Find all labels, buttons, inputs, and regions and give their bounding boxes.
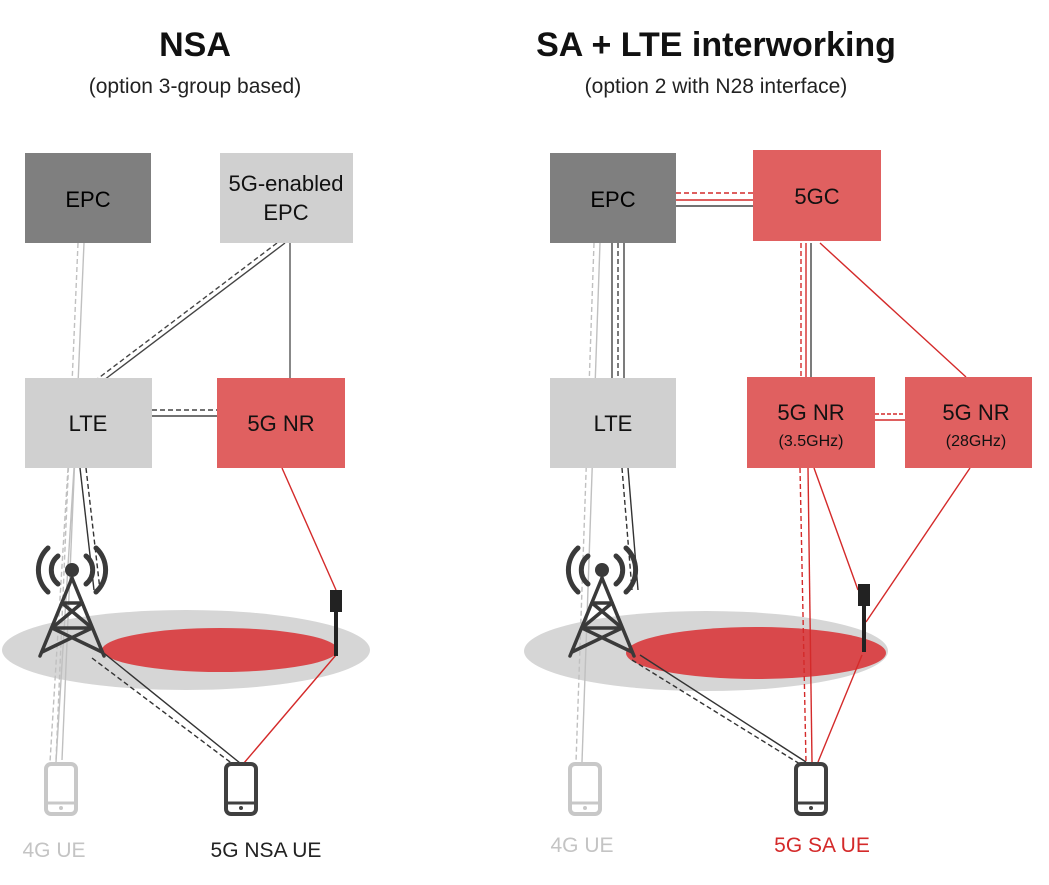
sa-5g-nr-28ghz-box: 5G NR (28GHz) — [905, 377, 1032, 468]
sa-lte-box: LTE — [550, 378, 676, 468]
sa-lte-label: LTE — [594, 411, 633, 436]
nsa-lte-box: LTE — [25, 378, 152, 468]
sa-nr-coverage — [626, 627, 886, 679]
cell-tower-icon — [565, 545, 639, 658]
sa-5g-nr-3-5ghz-box: 5G NR (3.5GHz) — [747, 377, 875, 468]
sa-5gc-box: 5GC — [753, 150, 881, 241]
nsa-4g-ue-label: 4G UE — [22, 839, 85, 862]
nsa-5g-nr-label: 5G NR — [247, 411, 314, 436]
nsa-lte-label: LTE — [69, 411, 108, 436]
sa-links — [575, 192, 971, 765]
sa-subtitle: (option 2 with N28 interface) — [585, 75, 848, 98]
smartphone-icon — [44, 762, 78, 816]
nsa-5g-epc-label-line1: 5G-enabled — [229, 171, 344, 196]
nsa-5g-enabled-epc-box: 5G-enabled EPC — [220, 153, 353, 243]
small-cell-antenna-icon — [858, 584, 870, 652]
nsa-epc-label: EPC — [65, 187, 110, 212]
cell-tower-icon — [35, 545, 109, 658]
nsa-nr-coverage — [102, 628, 338, 672]
smartphone-icon — [224, 762, 258, 816]
sa-title: SA + LTE interworking — [536, 26, 896, 64]
sa-nr2-label-line1: 5G NR — [942, 400, 1009, 425]
smartphone-icon — [794, 762, 828, 816]
nsa-subtitle: (option 3-group based) — [89, 75, 301, 98]
nsa-title: NSA — [159, 26, 231, 64]
sa-5g-ue-label: 5G SA UE — [774, 834, 870, 857]
nsa-5g-nr-box: 5G NR — [217, 378, 345, 468]
sa-nr1-label-line1: 5G NR — [777, 400, 844, 425]
sa-5gc-label: 5GC — [794, 184, 839, 209]
sa-epc-box: EPC — [550, 153, 676, 243]
sa-nr2-label-line2: (28GHz) — [946, 433, 1006, 450]
nsa-epc-box: EPC — [25, 153, 151, 243]
sa-nr1-label-line2: (3.5GHz) — [779, 433, 844, 450]
nsa-5g-ue-label: 5G NSA UE — [211, 839, 322, 862]
small-cell-antenna-icon — [330, 590, 342, 656]
smartphone-icon — [568, 762, 602, 816]
sa-epc-label: EPC — [590, 187, 635, 212]
nsa-5g-epc-label-line2: EPC — [263, 200, 308, 225]
sa-4g-ue-label: 4G UE — [550, 834, 613, 857]
